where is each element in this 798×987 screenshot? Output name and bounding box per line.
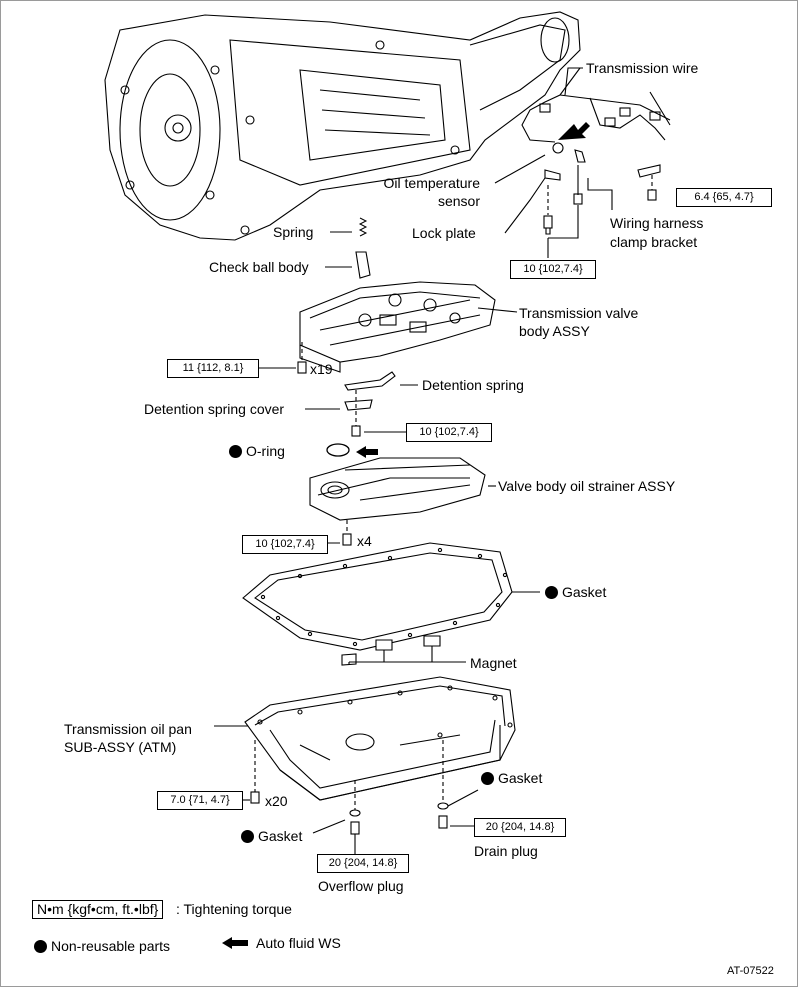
strainer-label: Valve body oil strainer ASSY xyxy=(498,478,676,494)
pan-gasket xyxy=(242,542,513,651)
wiring-harness-label-line1: Wiring harness xyxy=(610,215,704,231)
o-ring-label: O-ring xyxy=(229,443,285,459)
spring-label: Spring xyxy=(273,224,314,240)
strainer-bolt-qty: x4 xyxy=(357,533,372,549)
lock-plate-label: Lock plate xyxy=(412,225,476,241)
torque-drain-plug: 20 {204, 14.8} xyxy=(474,818,566,837)
torque-valve-body: 11 {112, 8.1} xyxy=(167,359,259,378)
transmission-case xyxy=(104,11,581,241)
drain-plug-label: Drain plug xyxy=(474,843,538,859)
oil-pan-label-line1: Transmission oil pan xyxy=(64,721,192,737)
legend-torque-text: : Tightening torque xyxy=(176,901,292,917)
legend-torque-unit: N•m {kgf•cm, ft.•lbf} xyxy=(32,900,164,919)
transmission-wire-label: Transmission wire xyxy=(586,60,699,76)
detention-spring-cover-label: Detention spring cover xyxy=(144,401,285,417)
oil-temperature-label-line1: Oil temperature xyxy=(383,175,480,191)
figure-code: AT-07522 xyxy=(727,965,774,977)
valve-body-label-line2: body ASSY xyxy=(519,323,590,339)
legend-auto-fluid-text: Auto fluid WS xyxy=(256,935,341,951)
bolt-group-upper xyxy=(543,189,657,235)
check-ball-body-label: Check ball body xyxy=(209,259,309,275)
wiring-harness-label-line2: clamp bracket xyxy=(610,234,698,250)
non-reusable-dot-icon xyxy=(481,772,494,785)
detention-spring-label: Detention spring xyxy=(422,377,524,393)
fluid-arrow-icon xyxy=(222,937,248,949)
non-reusable-dot-icon xyxy=(229,445,242,458)
non-reusable-dot-icon xyxy=(545,586,558,599)
pan-gasket-text: Gasket xyxy=(562,584,607,600)
torque-wiring-clamp: 6.4 {65, 4.7} xyxy=(676,188,772,207)
o-ring-text: O-ring xyxy=(246,443,285,459)
oil-pan-label-line2: SUB-ASSY (ATM) xyxy=(64,739,177,755)
magnet-label: Magnet xyxy=(470,655,517,671)
legend-auto-fluid: Auto fluid WS xyxy=(222,935,341,951)
torque-strainer: 10 {102,7.4} xyxy=(242,535,328,554)
valve-body-bolt-qty: x19 xyxy=(310,361,333,377)
non-reusable-dot-icon xyxy=(241,830,254,843)
oil-strainer xyxy=(309,457,486,521)
torque-lock-plate: 10 {102,7.4} xyxy=(510,260,596,279)
oil-pan-bolt-qty: x20 xyxy=(265,793,288,809)
non-reusable-dot-icon xyxy=(34,940,47,953)
overflow-gasket-label: Gasket xyxy=(241,828,302,844)
magnets xyxy=(341,635,441,666)
oil-temperature-label-line2: sensor xyxy=(437,193,480,209)
overflow-plug-label: Overflow plug xyxy=(318,878,404,894)
arrow-marks xyxy=(356,122,590,458)
torque-oil-pan: 7.0 {71, 4.7} xyxy=(157,791,243,810)
drain-gasket-label: Gasket xyxy=(481,770,542,786)
torque-detention: 10 {102,7.4} xyxy=(406,423,492,442)
legend-non-reusable-text: Non-reusable parts xyxy=(51,938,171,954)
drain-gasket-text: Gasket xyxy=(498,770,543,786)
pan-gasket-label: Gasket xyxy=(545,584,606,600)
transmission-wire-harness xyxy=(521,67,671,181)
valve-body xyxy=(299,281,496,373)
overflow-gasket-text: Gasket xyxy=(258,828,303,844)
valve-body-label-line1: Transmission valve xyxy=(519,305,639,321)
oil-pan xyxy=(244,676,516,801)
legend-non-reusable: Non-reusable parts xyxy=(34,938,170,954)
torque-overflow-plug: 20 {204, 14.8} xyxy=(317,854,409,873)
